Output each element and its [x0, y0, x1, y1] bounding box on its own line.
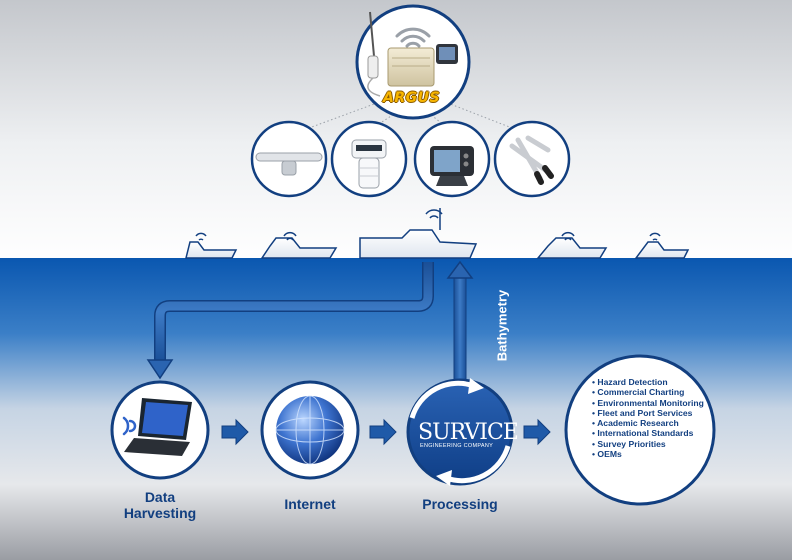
forward-arrow [221, 418, 249, 446]
ship-icon-main [359, 208, 478, 259]
upload-flow-arrow [146, 262, 434, 380]
cycle-arrowhead-icon [468, 378, 484, 394]
ship-icon [260, 231, 338, 259]
service-logo-wordmark: SURVICE [418, 420, 519, 445]
list-item: Academic Research [592, 418, 722, 428]
sensor-circle-weather-station [330, 120, 408, 198]
ship-icon [634, 232, 690, 259]
step-circle-internet [260, 380, 360, 480]
cycle-arrowhead-icon [436, 470, 452, 486]
applications-list: Hazard Detection Commercial Charting Env… [592, 377, 722, 459]
probe-sensor-icon [509, 135, 554, 185]
step-label-data-harvesting: Data Harvesting [123, 489, 197, 521]
sensor-circle-radar [250, 120, 328, 198]
list-item: Fleet and Port Services [592, 408, 722, 418]
step-circle-processing [406, 378, 514, 486]
antenna-icon [367, 11, 381, 97]
step-label-internet: Internet [284, 496, 336, 512]
bathymetry-label: Bathymetry [494, 289, 510, 362]
ship-icon [536, 231, 608, 259]
forward-arrow [369, 418, 397, 446]
list-item: Survey Priorities [592, 439, 722, 449]
chartplotter-icon [430, 146, 474, 186]
wifi-icon [395, 27, 431, 53]
list-item: Hazard Detection [592, 377, 722, 387]
service-logo-tagline: ENGINEERING COMPANY [420, 443, 494, 449]
wifi-icon [122, 416, 137, 436]
sensor-circle-chartplotter [413, 120, 491, 198]
argus-box-icon [387, 44, 458, 87]
laptop-icon [124, 398, 192, 456]
ship-icon [185, 232, 238, 259]
list-item: Environmental Monitoring [592, 398, 722, 408]
list-item: Commercial Charting [592, 387, 722, 397]
step-circle-data-harvesting [110, 380, 210, 480]
list-item: International Standards [592, 428, 722, 438]
argus-brand-label: ARGUS [383, 90, 441, 106]
argus-device-circle [355, 4, 471, 120]
radar-antenna-icon [255, 152, 323, 176]
forward-arrow [523, 418, 551, 446]
cycle-arrows-icon [409, 380, 511, 484]
step-label-processing: Processing [422, 496, 498, 512]
list-item: OEMs [592, 449, 722, 459]
weather-sensor-icon [351, 139, 387, 189]
globe-icon [275, 395, 345, 465]
sensor-circle-probes [493, 120, 571, 198]
ship-fleet [185, 208, 690, 259]
